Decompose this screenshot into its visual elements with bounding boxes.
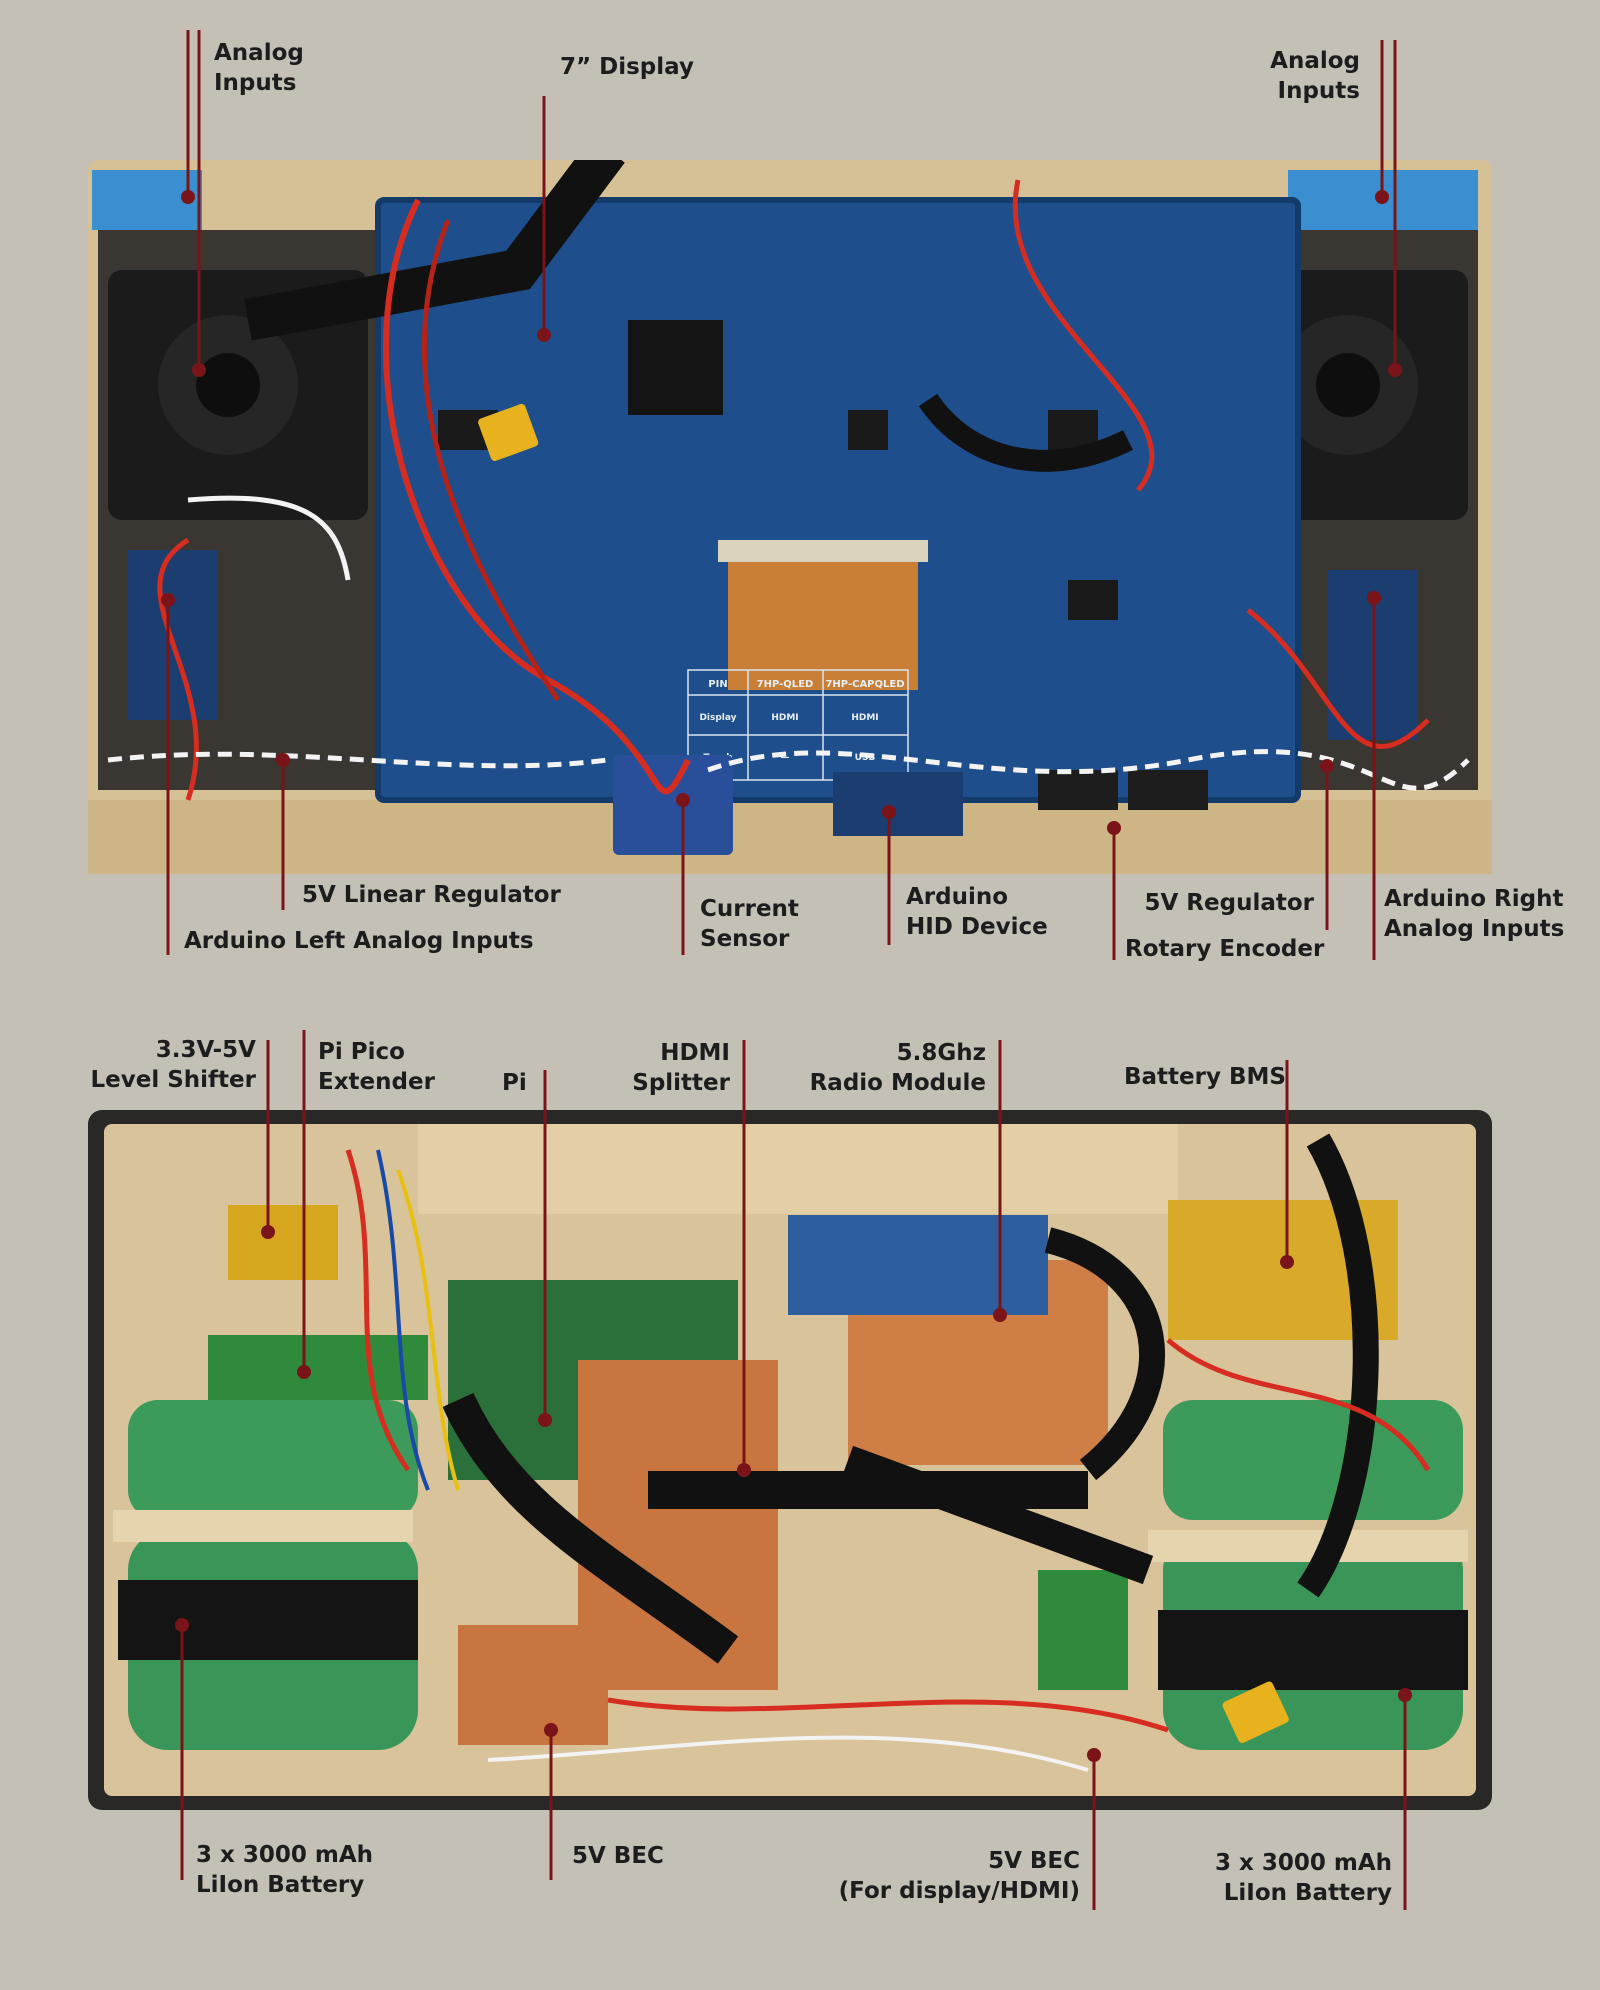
display-controller-chip [628,320,723,415]
current-sensor-board [613,755,733,855]
bottom-device-photo [88,1110,1492,1810]
display-pcb: PIN 7HP-QLED 7HP-CAPQLED Display HDMI HD… [375,197,1301,803]
table-header-qled: 7HP-QLED [757,679,814,690]
regulator-board [1038,770,1118,810]
display-flex-connector [728,550,918,690]
label-7in-display: 7” Display [560,54,694,80]
left-terminal-strip [92,170,202,230]
right-battery-pack [1148,1400,1468,1750]
label-rotary-encoder: Rotary Encoder [1125,936,1325,962]
table-cell-display-capqled: HDMI [851,713,878,723]
table-cell-touch-capqled: USB [855,753,876,763]
top-ribbon-cable [244,160,625,341]
label-5v-linear-regulator: 5V Linear Regulator [302,882,561,908]
table-header-pin: PIN [708,679,727,690]
rotary-encoder-board [1128,770,1208,810]
label-pi: Pi [502,1070,527,1096]
right-arduino-board [1328,570,1418,740]
top-xt-connector [478,403,539,462]
table-cell-touch-qled: — [781,753,790,763]
table-cell-display-qled: HDMI [771,713,798,723]
left-arduino-board [128,550,218,720]
top-device-photo: PIN 7HP-QLED 7HP-CAPQLED Display HDMI HD… [88,160,1492,874]
left-joystick [108,270,368,520]
radio-module-board [788,1215,1048,1315]
level-shifter-board [228,1205,338,1280]
label-5v-regulator: 5V Regulator [1144,890,1314,916]
bec-copper [458,1625,608,1745]
arduino-hid-board [833,772,963,836]
display-bec-board [1038,1570,1128,1690]
right-terminal-strip [1288,170,1478,230]
table-header-capqled: 7HP-CAPQLED [825,679,904,690]
left-battery-pack [113,1400,418,1750]
pi-pico-board [208,1335,428,1400]
label-arduino-left-analog-inputs: Arduino Left Analog Inputs [184,928,534,954]
label-5v-bec-display: 5V BEC(For display/HDMI) [838,1848,1080,1904]
table-row-display: Display [699,713,736,723]
label-5v-bec: 5V BEC [572,1843,664,1869]
bottom-xt-connector [1222,1681,1289,1743]
label-battery-bms: Battery BMS [1124,1064,1286,1090]
